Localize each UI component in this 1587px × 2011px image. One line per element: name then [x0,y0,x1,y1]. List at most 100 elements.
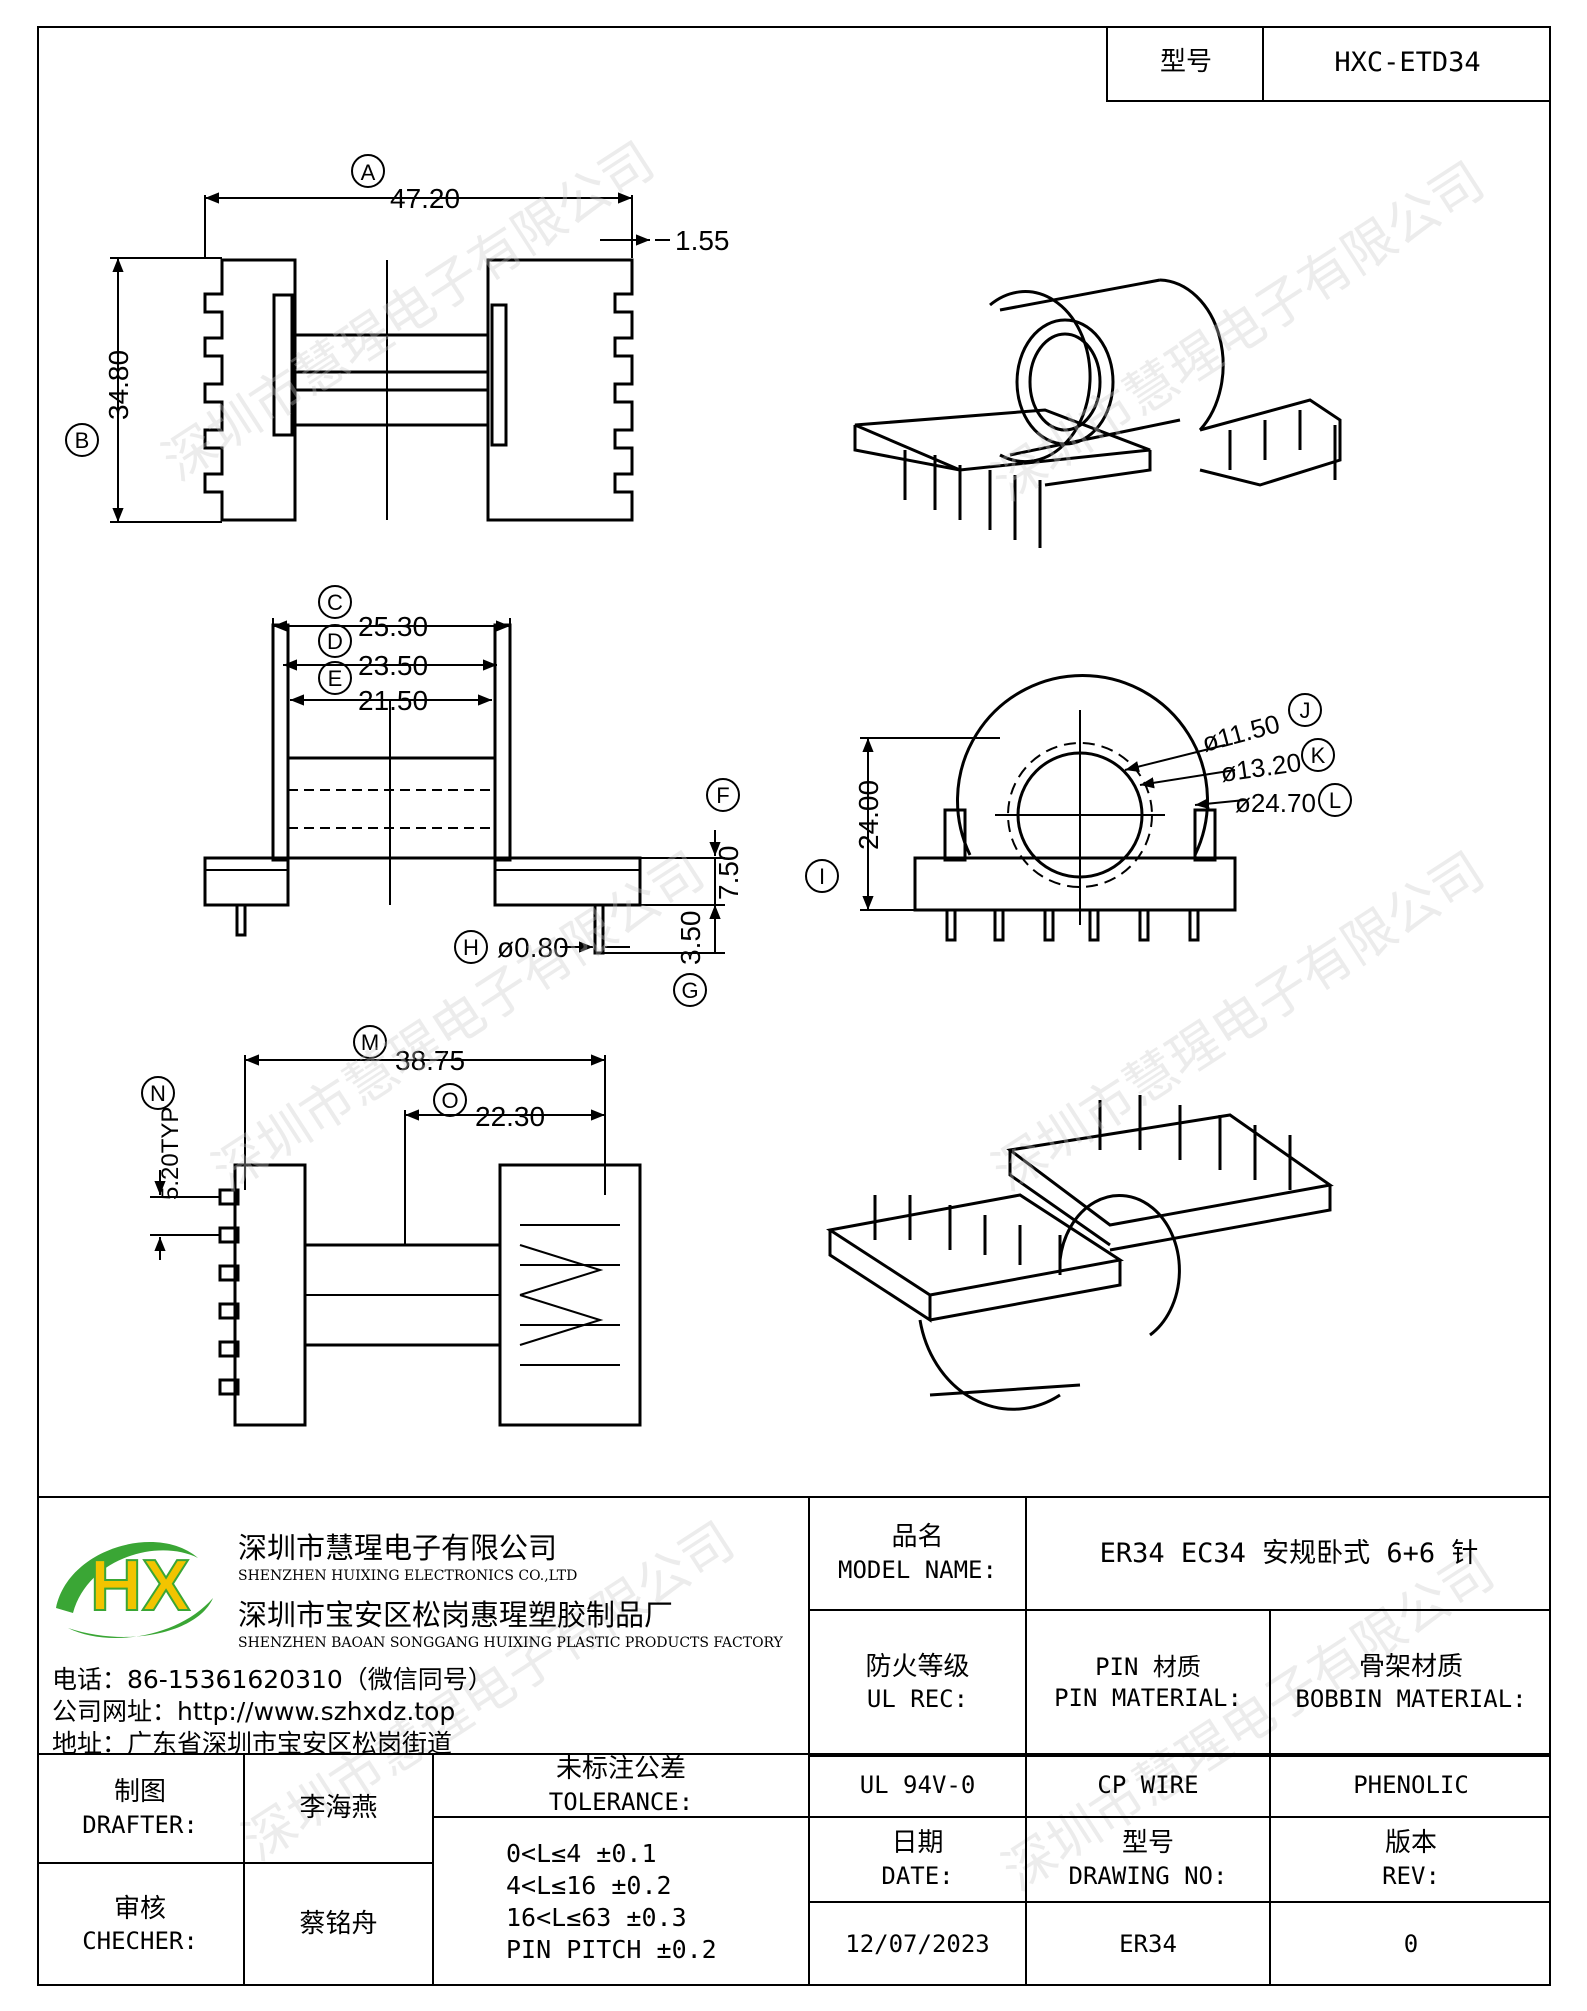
date-label-cn: 日期 [891,1828,944,1858]
dim-value-c: 25.30 [358,611,428,642]
ul-value-cell: UL 94V-0 [808,1753,1027,1818]
date-value-cell: 12/07/2023 [808,1901,1027,1986]
drawing-frame [37,26,1551,1986]
pin-label-en: PIN MATERIAL: [1054,1684,1242,1712]
top-view [110,192,670,523]
dim-letter-b: B [75,428,90,453]
checker-label-en: CHECHER: [82,1927,198,1956]
drafter-label-cell: 制图 DRAFTER: [37,1753,245,1864]
dim-value-d: 23.50 [358,650,428,681]
iso-view-bottom [826,1095,1334,1411]
model-name-label-cn: 品名 [891,1522,944,1552]
tolerance-values-cell: 0<L≤4 ±0.1 4<L≤16 ±0.2 16<L≤63 ±0.3 PIN … [432,1816,810,1986]
bobbin-label-en: BOBBIN MATERIAL: [1295,1685,1527,1714]
dim-letter-f: F [716,783,729,808]
tolerance-label-cn: 未标注公差 [555,1754,686,1785]
dim-value-o: 22.30 [475,1101,545,1132]
bobbin-label-cn: 骨架材质 [1358,1651,1463,1682]
dim-letter-c: C [327,590,343,615]
ul-label-cn: 防火等级 [865,1651,970,1682]
dim-letter-j: J [1300,698,1311,723]
header-model-value: HXC-ETD34 [1262,26,1551,102]
pin-value: CP WIRE [1097,1770,1199,1799]
ul-value: UL 94V-0 [859,1770,976,1799]
checker-value-cell: 蔡铭舟 [243,1862,434,1986]
header-model-label: 型号 [1106,26,1264,102]
dim-value-l: ø24.70 [1235,788,1316,818]
company-name-en: SHENZHEN HUIXING ELECTRONICS CO.,LTD [238,1568,578,1584]
dim-letter-g: G [681,978,698,1003]
dim-letter-n: N [150,1081,166,1106]
rev-value: 0 [1403,1929,1419,1958]
pin-label-cn: PIN 材质 [1095,1652,1201,1681]
drawing-no-value-cell: ER34 [1025,1901,1271,1986]
header-model-label-text: 型号 [1159,47,1212,78]
iso-view-top [853,278,1342,548]
drafter-label-cn: 制图 [113,1777,166,1807]
side-view [860,674,1246,942]
dim-value-flange: 1.55 [675,225,730,256]
drawing-no-label-cn: 型号 [1121,1828,1174,1858]
dim-circle-a [351,154,385,188]
dim-value-a: 47.20 [390,183,460,214]
bobbin-value: PHENOLIC [1353,1770,1469,1799]
dim-value-f: 7.50 [713,846,744,901]
dim-circle-l [1318,783,1352,817]
company-name-cn: 深圳市慧瑆电子有限公司 [238,1531,558,1565]
dim-circle-g [673,973,707,1007]
drawing-no-label-en: DRAWING NO: [1068,1861,1228,1890]
pin-label-cell: PIN 材质 PIN MATERIAL: [1025,1609,1271,1757]
model-name-label-cell: 品名 MODEL NAME: [808,1496,1027,1611]
model-name-label-en: MODEL NAME: [838,1555,997,1584]
dim-value-b: 34.80 [103,350,134,420]
logo-letters: HX [90,1546,190,1626]
dim-circle-d [318,624,352,658]
dim-letter-h: H [463,935,479,960]
dim-letter-o: O [441,1088,458,1113]
tolerance-row: PIN PITCH ±0.2 [506,1935,717,1964]
dim-letter-k: K [1311,743,1326,768]
dim-value-i: 24.00 [853,780,884,850]
dim-circle-i [805,859,839,893]
dim-letter-m: M [361,1030,379,1055]
dim-value-h: ø0.80 [497,932,569,963]
dim-letter-i: I [819,864,825,889]
date-label-en: DATE: [881,1861,954,1890]
dim-circle-b [65,423,99,457]
dim-value-k: ø13.20 [1219,747,1303,788]
dim-value-g: 3.50 [675,911,706,966]
company-website: 公司网址：http://www.szhxdz.top [52,1697,456,1726]
model-name-value-cell: ER34 EC34 安规卧式 6+6 针 [1025,1496,1551,1611]
dim-circle-j [1288,693,1322,727]
model-name-value: ER34 EC34 安规卧式 6+6 针 [1099,1537,1479,1569]
factory-name-cn: 深圳市宝安区松岗惠瑆塑胶制品厂 [238,1598,674,1632]
dim-circle-e [318,661,352,695]
checker-label-cell: 审核 CHECHER: [37,1862,245,1986]
bobbin-value-cell: PHENOLIC [1269,1753,1551,1818]
rev-value-cell: 0 [1269,1901,1551,1986]
date-value: 12/07/2023 [845,1929,990,1958]
dim-circle-h [454,930,488,964]
header-model-value-text: HXC-ETD34 [1334,47,1481,79]
dim-circle-n [141,1076,175,1110]
ul-label-en: UL REC: [866,1685,969,1714]
tolerance-row: 0<L≤4 ±0.1 [506,1839,657,1868]
dim-value-m: 38.75 [395,1045,465,1076]
dim-circle-m [353,1025,387,1059]
tolerance-row: 16<L≤63 ±0.3 [506,1903,687,1932]
dim-letter-e: E [328,666,343,691]
tolerance-row: 4<L≤16 ±0.2 [506,1871,672,1900]
dim-letter-l: L [1329,788,1341,813]
drafter-value: 李海燕 [299,1792,378,1823]
company-phone: 电话：86-15361620310（微信同号） [52,1665,493,1694]
company-logo-icon: HX [56,1542,213,1638]
rev-label-en: REV: [1382,1861,1440,1890]
drawing-no-value: ER34 [1119,1929,1177,1958]
dim-value-e: 21.50 [358,685,428,716]
front-view [203,618,725,955]
drafter-label-en: DRAFTER: [82,1810,198,1839]
bottom-view [150,1054,642,1427]
dim-circle-k [1301,738,1335,772]
date-label-cell: 日期 DATE: [808,1816,1027,1903]
dim-circle-o [433,1083,467,1117]
